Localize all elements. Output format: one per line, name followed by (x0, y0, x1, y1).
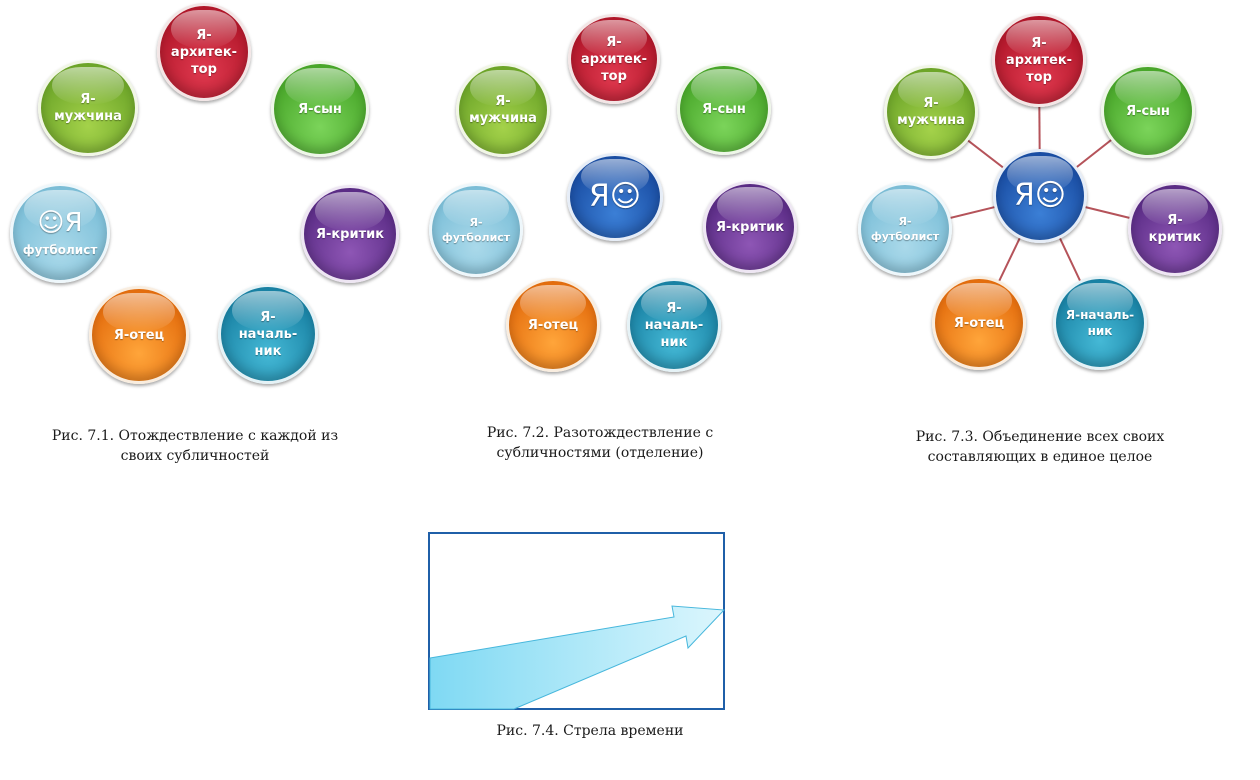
figure-7-2-caption: Рис. 7.2. Разотождествление с субличност… (486, 425, 714, 461)
node-architect: Я- архитек- тор (568, 14, 660, 104)
smiley-self-icon: ☺Я (37, 208, 83, 238)
node-man: Я- мужчина (884, 65, 978, 159)
node-self-center: Я☺ (993, 149, 1087, 243)
node-footballer: Я- футболист (429, 183, 523, 277)
time-arrow (429, 605, 726, 710)
node-critic: Я-критик (703, 181, 797, 273)
node-father: Я-отец (89, 286, 189, 384)
node-son: Я-сын (1101, 64, 1195, 158)
node-architect: Я- архитек- тор (157, 3, 251, 101)
node-son: Я-сын (271, 61, 369, 157)
node-footballer: ☺Я футболист (10, 183, 110, 283)
node-father: Я-отец (932, 276, 1026, 370)
time-arrow-frame (428, 532, 726, 710)
node-critic: Я- критик (1128, 182, 1222, 276)
node-father: Я-отец (506, 278, 600, 372)
figure-7-3-caption: Рис. 7.3. Объединение всех своих составл… (915, 429, 1165, 465)
figure-7-4-caption: Рис. 7.4. Стрела времени (496, 723, 684, 739)
node-boss: Я-началь- ник (1053, 276, 1147, 370)
node-self-center: Я☺ (567, 153, 663, 241)
node-boss: Я- началь- ник (627, 278, 721, 372)
figure-7-1-caption: Рис. 7.1. Отождествление с каждой из сво… (51, 428, 339, 464)
node-son: Я-сын (677, 63, 771, 155)
node-architect: Я- архитек- тор (992, 13, 1086, 107)
node-man: Я- мужчина (38, 60, 138, 156)
node-boss: Я- началь- ник (218, 284, 318, 384)
node-footballer: Я- футболист (858, 182, 952, 276)
node-critic: Я-критик (301, 185, 399, 283)
node-man: Я- мужчина (456, 63, 550, 157)
